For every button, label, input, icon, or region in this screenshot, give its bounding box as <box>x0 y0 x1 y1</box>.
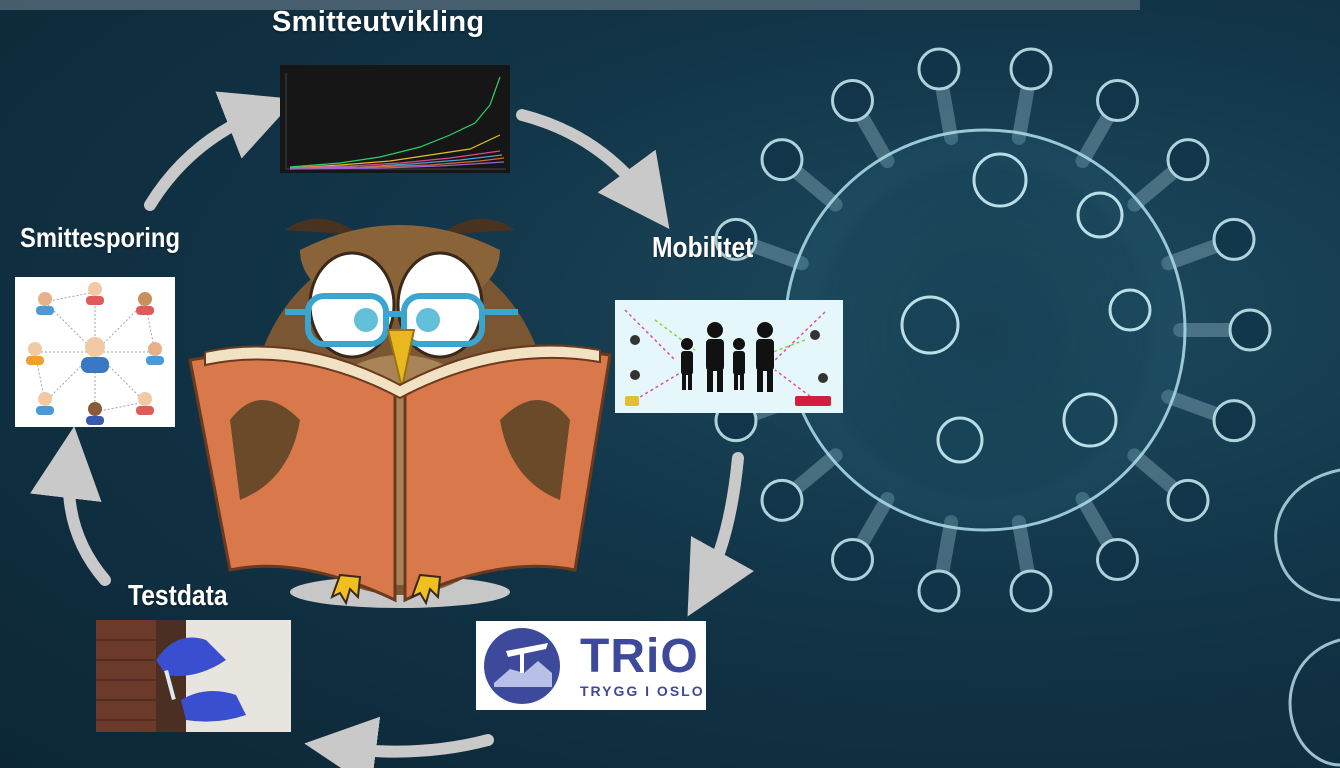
arrow-utvikling-to-mobilitet <box>516 109 670 229</box>
arrow-mobilitet-to-trio <box>687 452 754 617</box>
trio-logo-text: TRiO <box>580 630 699 683</box>
testdata-photo <box>96 620 291 732</box>
stage-label-smitteutvikling: Smitteutvikling <box>272 6 485 38</box>
stage-label-testdata: Testdata <box>128 580 228 612</box>
trio-logo-subtitle: TRYGG I OSLO <box>580 683 705 699</box>
arrow-sporing-to-utvikling <box>144 91 296 211</box>
stage-label-smittesporing: Smittesporing <box>20 222 180 253</box>
smitteutvikling-chart-thumbnail <box>280 65 510 173</box>
arrow-trio-to-testdata <box>304 716 494 768</box>
top-bar <box>0 0 1140 10</box>
arrow-testdata-to-sporing <box>30 426 111 586</box>
mobilitet-image <box>615 300 843 413</box>
smittesporing-network-image <box>15 277 175 427</box>
stage-label-mobilitet: Mobilitet <box>652 232 754 264</box>
trio-logo: TRiO TRYGG I OSLO <box>476 621 706 710</box>
